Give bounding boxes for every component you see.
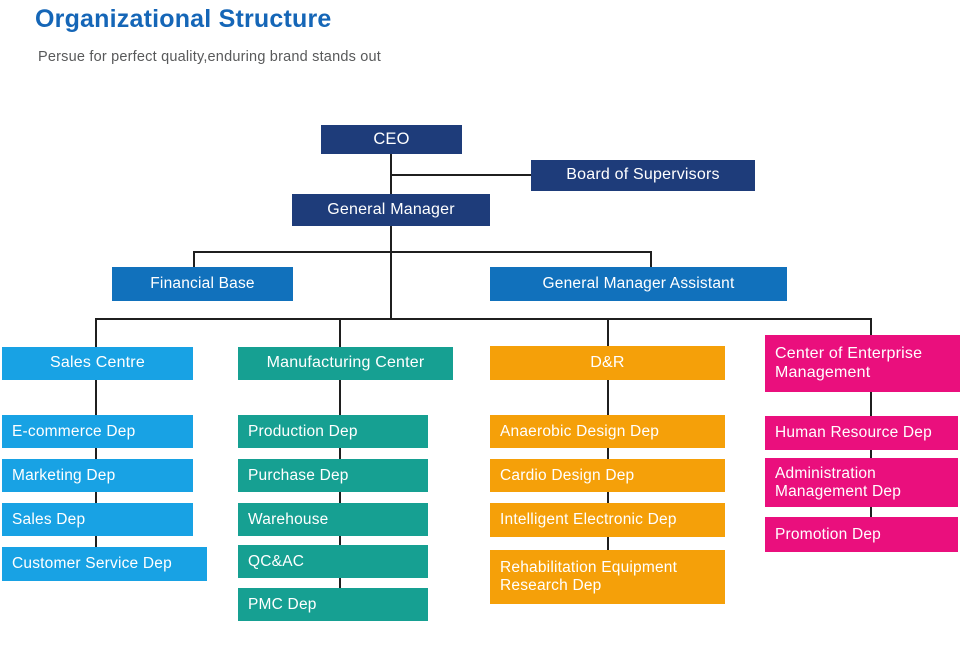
node-center-of-enterprise-management: Center of Enterprise Management [765, 335, 960, 392]
connector-branch-2 [95, 318, 872, 320]
node-general-manager: General Manager [292, 194, 490, 226]
node-administration-management-dep: Administration Management Dep [765, 458, 958, 507]
node-general-manager-assistant: General Manager Assistant [490, 267, 787, 301]
connector-board [390, 174, 531, 176]
node-qc-ac: QC&AC [238, 545, 428, 578]
node-ecommerce-dep: E-commerce Dep [2, 415, 193, 448]
connector-col-manufacturing [339, 318, 341, 589]
node-financial-base: Financial Base [112, 267, 293, 301]
node-marketing-dep: Marketing Dep [2, 459, 193, 492]
node-human-resource-dep: Human Resource Dep [765, 416, 958, 450]
connector-drop-gma [650, 251, 652, 268]
node-sales-dep: Sales Dep [2, 503, 193, 536]
node-board-of-supervisors: Board of Supervisors [531, 160, 755, 191]
connector-branch-1 [193, 251, 651, 253]
node-production-dep: Production Dep [238, 415, 428, 448]
node-promotion-dep: Promotion Dep [765, 517, 958, 552]
node-purchase-dep: Purchase Dep [238, 459, 428, 492]
connector-gm-trunk [390, 225, 392, 318]
connector-drop-financial [193, 251, 195, 268]
node-warehouse: Warehouse [238, 503, 428, 536]
node-cardio-design-dep: Cardio Design Dep [490, 459, 725, 492]
node-pmc-dep: PMC Dep [238, 588, 428, 621]
node-anaerobic-design-dep: Anaerobic Design Dep [490, 415, 725, 448]
node-intelligent-electronic-dep: Intelligent Electronic Dep [490, 503, 725, 537]
page-title: Organizational Structure [35, 5, 332, 33]
node-rehabilitation-equipment-research-dep: Rehabilitation Equipment Research Dep [490, 550, 725, 604]
page-subtitle: Persue for perfect quality,enduring bran… [38, 49, 382, 65]
node-dr: D&R [490, 346, 725, 380]
node-sales-centre: Sales Centre [2, 347, 193, 380]
connector-ceo-gm [390, 153, 392, 194]
node-manufacturing-center: Manufacturing Center [238, 347, 453, 380]
node-ceo: CEO [321, 125, 462, 154]
node-customer-service-dep: Customer Service Dep [2, 547, 207, 581]
